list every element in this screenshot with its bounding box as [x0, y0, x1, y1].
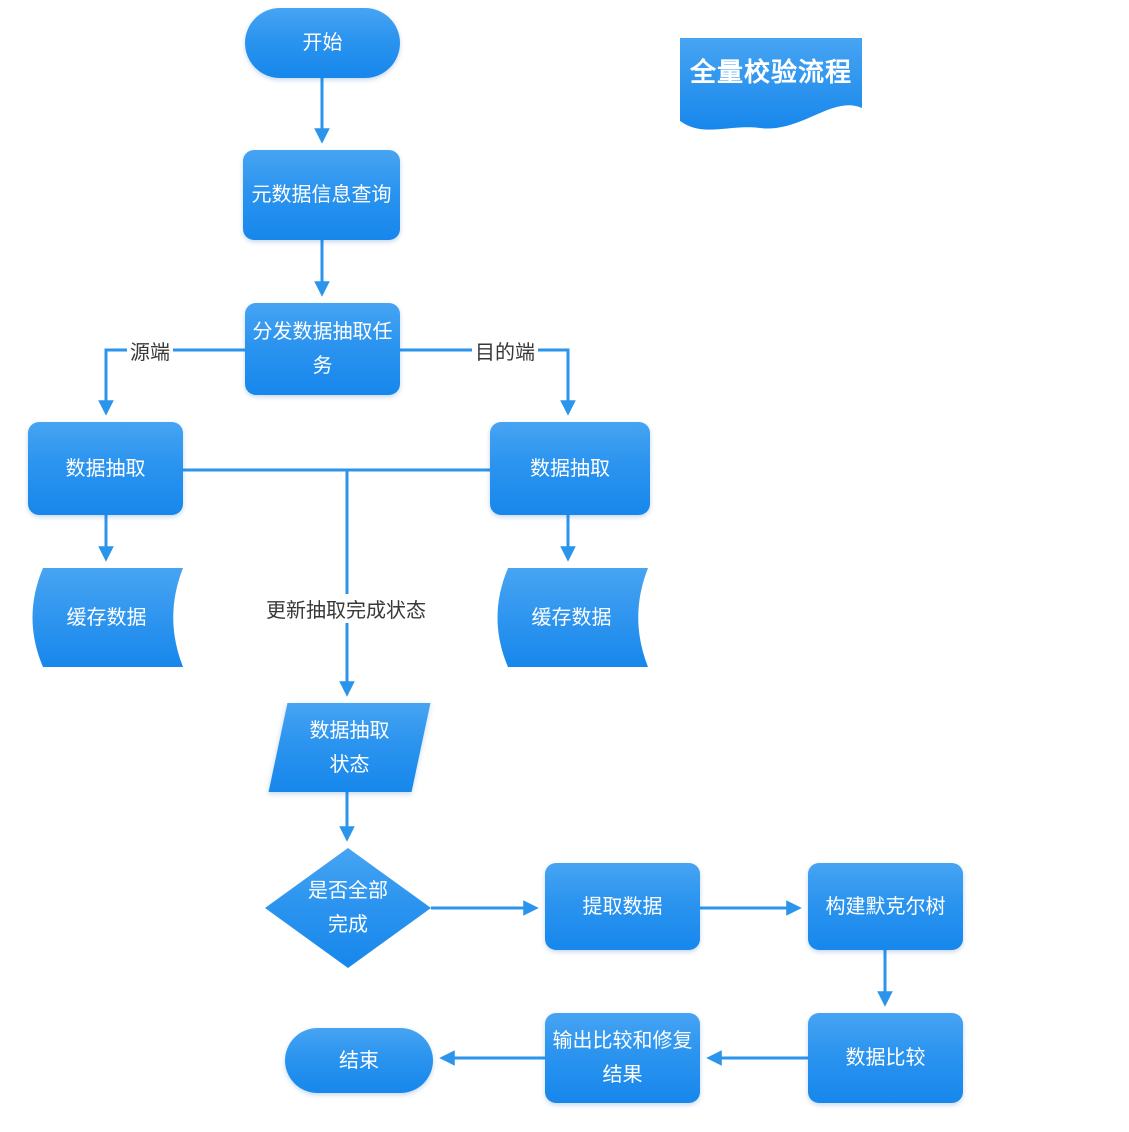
- node-cache-source-label: 缓存数据: [66, 606, 147, 629]
- node-cache-source: 缓存数据: [30, 568, 183, 667]
- node-dispatch: 分发数据抽取任务: [245, 303, 400, 395]
- node-extract-source: 数据抽取: [28, 422, 183, 515]
- node-decision: 是否全部完成: [265, 848, 431, 968]
- node-extract-status: 数据抽取状态: [267, 703, 432, 792]
- node-start-label: 开始: [302, 32, 343, 54]
- edge-label-source: 源端: [127, 336, 173, 365]
- node-extract-target: 数据抽取: [490, 422, 650, 515]
- node-build-merkle-label: 构建默克尔树: [825, 895, 946, 918]
- node-extract-source-label: 数据抽取: [65, 457, 146, 480]
- node-decision-label: 是否全部完成: [308, 880, 388, 936]
- title-text: 全量校验流程: [689, 56, 852, 87]
- title-banner: 全量校验流程: [680, 38, 862, 130]
- node-cache-target: 缓存数据: [495, 568, 648, 667]
- node-meta-query: 元数据信息查询: [243, 150, 400, 240]
- document-shape: [680, 38, 862, 130]
- edge-label-target: 目的端: [472, 336, 538, 365]
- node-dispatch-label: 分发数据抽取任务: [252, 321, 393, 377]
- node-extract-target-label: 数据抽取: [530, 457, 610, 480]
- node-end-label: 结束: [339, 1049, 379, 1072]
- node-output-result-label: 输出比较和修复结果: [552, 1030, 693, 1086]
- node-fetch-data-label: 提取数据: [582, 895, 663, 918]
- node-meta-query-label: 元数据信息查询: [251, 184, 392, 206]
- edge-label-update-status: 更新抽取完成状态: [263, 594, 429, 623]
- stored-data-shape: [497, 568, 648, 667]
- node-output-result: 输出比较和修复结果: [545, 1013, 700, 1103]
- node-fetch-data: 提取数据: [545, 863, 700, 950]
- node-end: 结束: [285, 1028, 433, 1093]
- node-extract-status-label: 数据抽取状态: [309, 719, 390, 776]
- stored-data-shape: [32, 568, 183, 667]
- node-start: 开始: [245, 8, 400, 78]
- node-build-merkle: 构建默克尔树: [808, 863, 963, 950]
- node-compare-label: 数据比较: [845, 1047, 926, 1069]
- node-compare: 数据比较: [808, 1013, 963, 1103]
- node-cache-target-label: 缓存数据: [531, 606, 612, 629]
